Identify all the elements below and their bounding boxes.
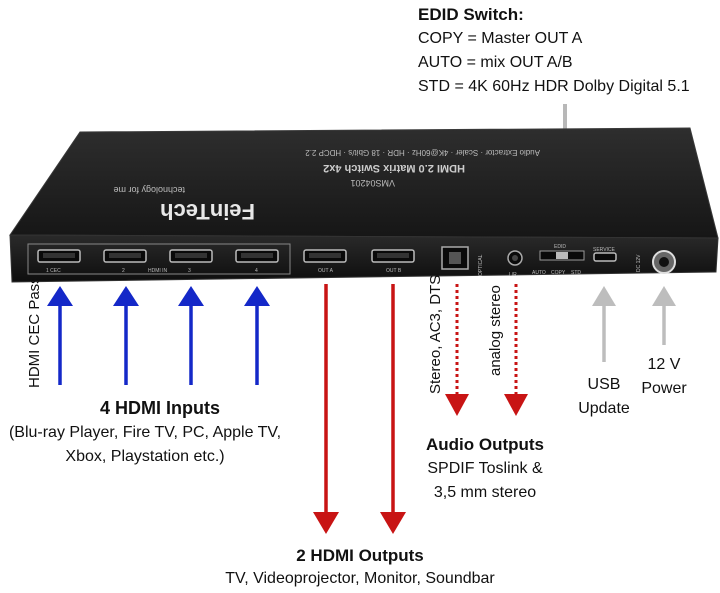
usb-label-line1: USB	[587, 376, 621, 393]
edid-line-auto: AUTO = mix OUT A/B	[418, 54, 573, 71]
label-out-a: OUT A	[318, 268, 334, 274]
label-optical: OPTICAL	[478, 254, 484, 276]
hdmi-port-in3	[169, 249, 213, 263]
hdmi-port-in2	[103, 249, 147, 263]
usb-label-line2: Update	[578, 400, 630, 417]
label-in2: 2	[122, 268, 125, 274]
outputs-title: 2 HDMI Outputs	[296, 546, 424, 565]
cec-pass-label: HDMI CEC Pass	[26, 276, 43, 388]
label-copy: COPY	[551, 270, 566, 276]
power-label-line2: Power	[641, 380, 687, 397]
audio-outputs-title: Audio Outputs	[425, 435, 545, 454]
input-arrow-2	[113, 286, 139, 385]
analog-audio-label: analog stereo	[487, 285, 504, 376]
power-arrow	[652, 286, 676, 345]
device-specs-text: Audio Extractor · Scaler · 4K@60Hz · HDR…	[305, 148, 540, 157]
output-arrow-b	[380, 284, 406, 534]
input-arrow-1	[47, 286, 73, 385]
input-arrow-3	[178, 286, 204, 385]
optical-audio-label: Stereo, AC3, DTS	[427, 274, 444, 394]
outputs-desc: TV, Videoprojector, Monitor, Soundbar	[225, 570, 495, 587]
inputs-title: 4 HDMI Inputs	[100, 398, 220, 418]
device-tagline: technology for me	[113, 185, 185, 195]
audio-outputs-line2: 3,5 mm stereo	[433, 484, 537, 501]
edid-line-copy: COPY = Master OUT A	[418, 30, 583, 47]
power-label-line1: 12 V	[647, 356, 681, 373]
hdmi-port-out-a	[303, 249, 347, 263]
analog-audio-arrow	[504, 284, 528, 416]
output-arrow-a	[313, 284, 339, 534]
stereo-jack	[507, 250, 523, 266]
edid-line-std: STD = 4K 60Hz HDR Dolby Digital 5.1	[418, 78, 690, 95]
optical-audio-arrow	[445, 284, 469, 416]
audio-outputs-line1: SPDIF Toslink &	[427, 460, 543, 477]
device-brand-logo: FeinTech	[160, 199, 255, 224]
label-dc: DC 12V	[636, 254, 642, 272]
label-service: SERVICE	[593, 247, 616, 253]
device-front	[9, 234, 719, 283]
edid-title: EDID Switch:	[418, 5, 524, 24]
device-product-line: HDMI 2.0 Matrix Switch 4x2	[323, 162, 465, 174]
hdmi-port-in1	[37, 249, 81, 263]
edid-switch	[539, 250, 585, 261]
label-in-group: HDMI IN	[148, 268, 168, 274]
usb-service-port	[593, 252, 617, 262]
hdmi-port-in4	[235, 249, 279, 263]
input-arrow-4	[244, 286, 270, 385]
device-model: VMS04201	[350, 178, 395, 188]
label-auto: AUTO	[532, 270, 546, 276]
hdmi-port-out-b	[371, 249, 415, 263]
optical-port	[441, 246, 469, 270]
dc-power-jack	[652, 250, 676, 274]
usb-arrow	[592, 286, 616, 362]
label-lr: L/R	[509, 272, 517, 278]
label-std: STD	[571, 270, 581, 276]
hdmi-in-group-frame	[27, 243, 291, 275]
label-in4: 4	[255, 268, 258, 274]
label-edid: EDID	[554, 244, 566, 250]
label-out-b: OUT B	[386, 268, 402, 274]
inputs-desc-line2: Xbox, Playstation etc.)	[65, 448, 225, 465]
label-in3: 3	[188, 268, 191, 274]
label-in1: 1 CEC	[46, 268, 61, 274]
edid-callout: EDID Switch: COPY = Master OUT A AUTO = …	[412, 0, 712, 104]
inputs-desc-line1: (Blu-ray Player, Fire TV, PC, Apple TV,	[8, 424, 282, 441]
